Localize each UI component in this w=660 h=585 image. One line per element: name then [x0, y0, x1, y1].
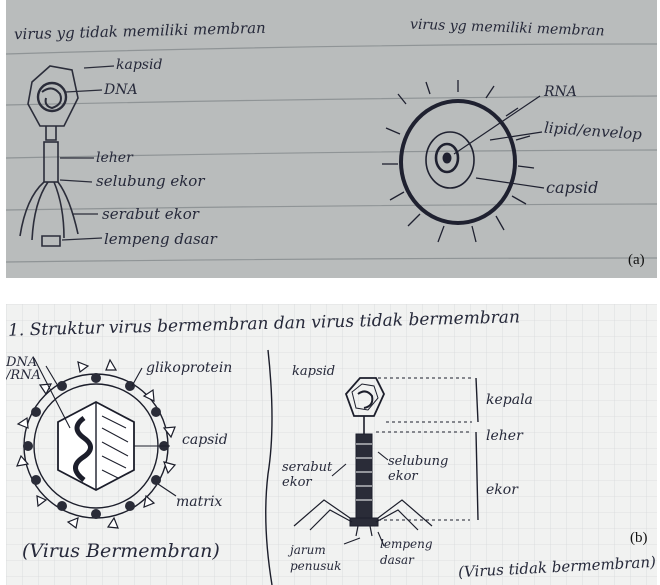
label-selubung-ekor-b: selubung ekor — [388, 454, 444, 484]
label-leher-b: leher — [486, 428, 523, 444]
notebook-photo-a: virus yg tidak memiliki membran virus yg… — [6, 0, 657, 278]
notebook-photo-b: 1. Struktur virus bermembran dan virus t… — [6, 304, 657, 585]
label-lempeng-dasar: lempeng dasar — [104, 230, 217, 248]
label-kepala: kepala — [486, 392, 533, 408]
label-glikoprotein: glikoprotein — [146, 360, 232, 376]
label-ekor: ekor — [486, 482, 518, 498]
label-rna: RNA — [544, 84, 577, 100]
label-capsid-a: capsid — [546, 178, 598, 197]
label-matrix: matrix — [176, 494, 222, 510]
panel-letter-b: (b) — [630, 530, 648, 547]
label-serabut-ekor: serabut ekor — [102, 205, 199, 223]
label-capsid-b: capsid — [182, 432, 228, 448]
label-serabut-ekor-b: serabut ekor — [282, 460, 336, 490]
label-dna-rna: DNA /RNA — [6, 356, 40, 382]
label-kapsid-b: kapsid — [292, 364, 335, 379]
label-dna: DNA — [104, 82, 138, 98]
caption-virus-bermembran: (Virus Bermembran) — [22, 540, 220, 562]
label-jarum-penusuk: jarum penusuk — [290, 542, 342, 574]
label-kapsid: kapsid — [116, 57, 162, 73]
panel-letter-a: (a) — [628, 252, 645, 269]
label-leher: leher — [96, 150, 133, 166]
label-selubung-ekor: selubung ekor — [96, 172, 205, 190]
label-lempeng-dasar-b: lempeng dasar — [380, 536, 434, 568]
